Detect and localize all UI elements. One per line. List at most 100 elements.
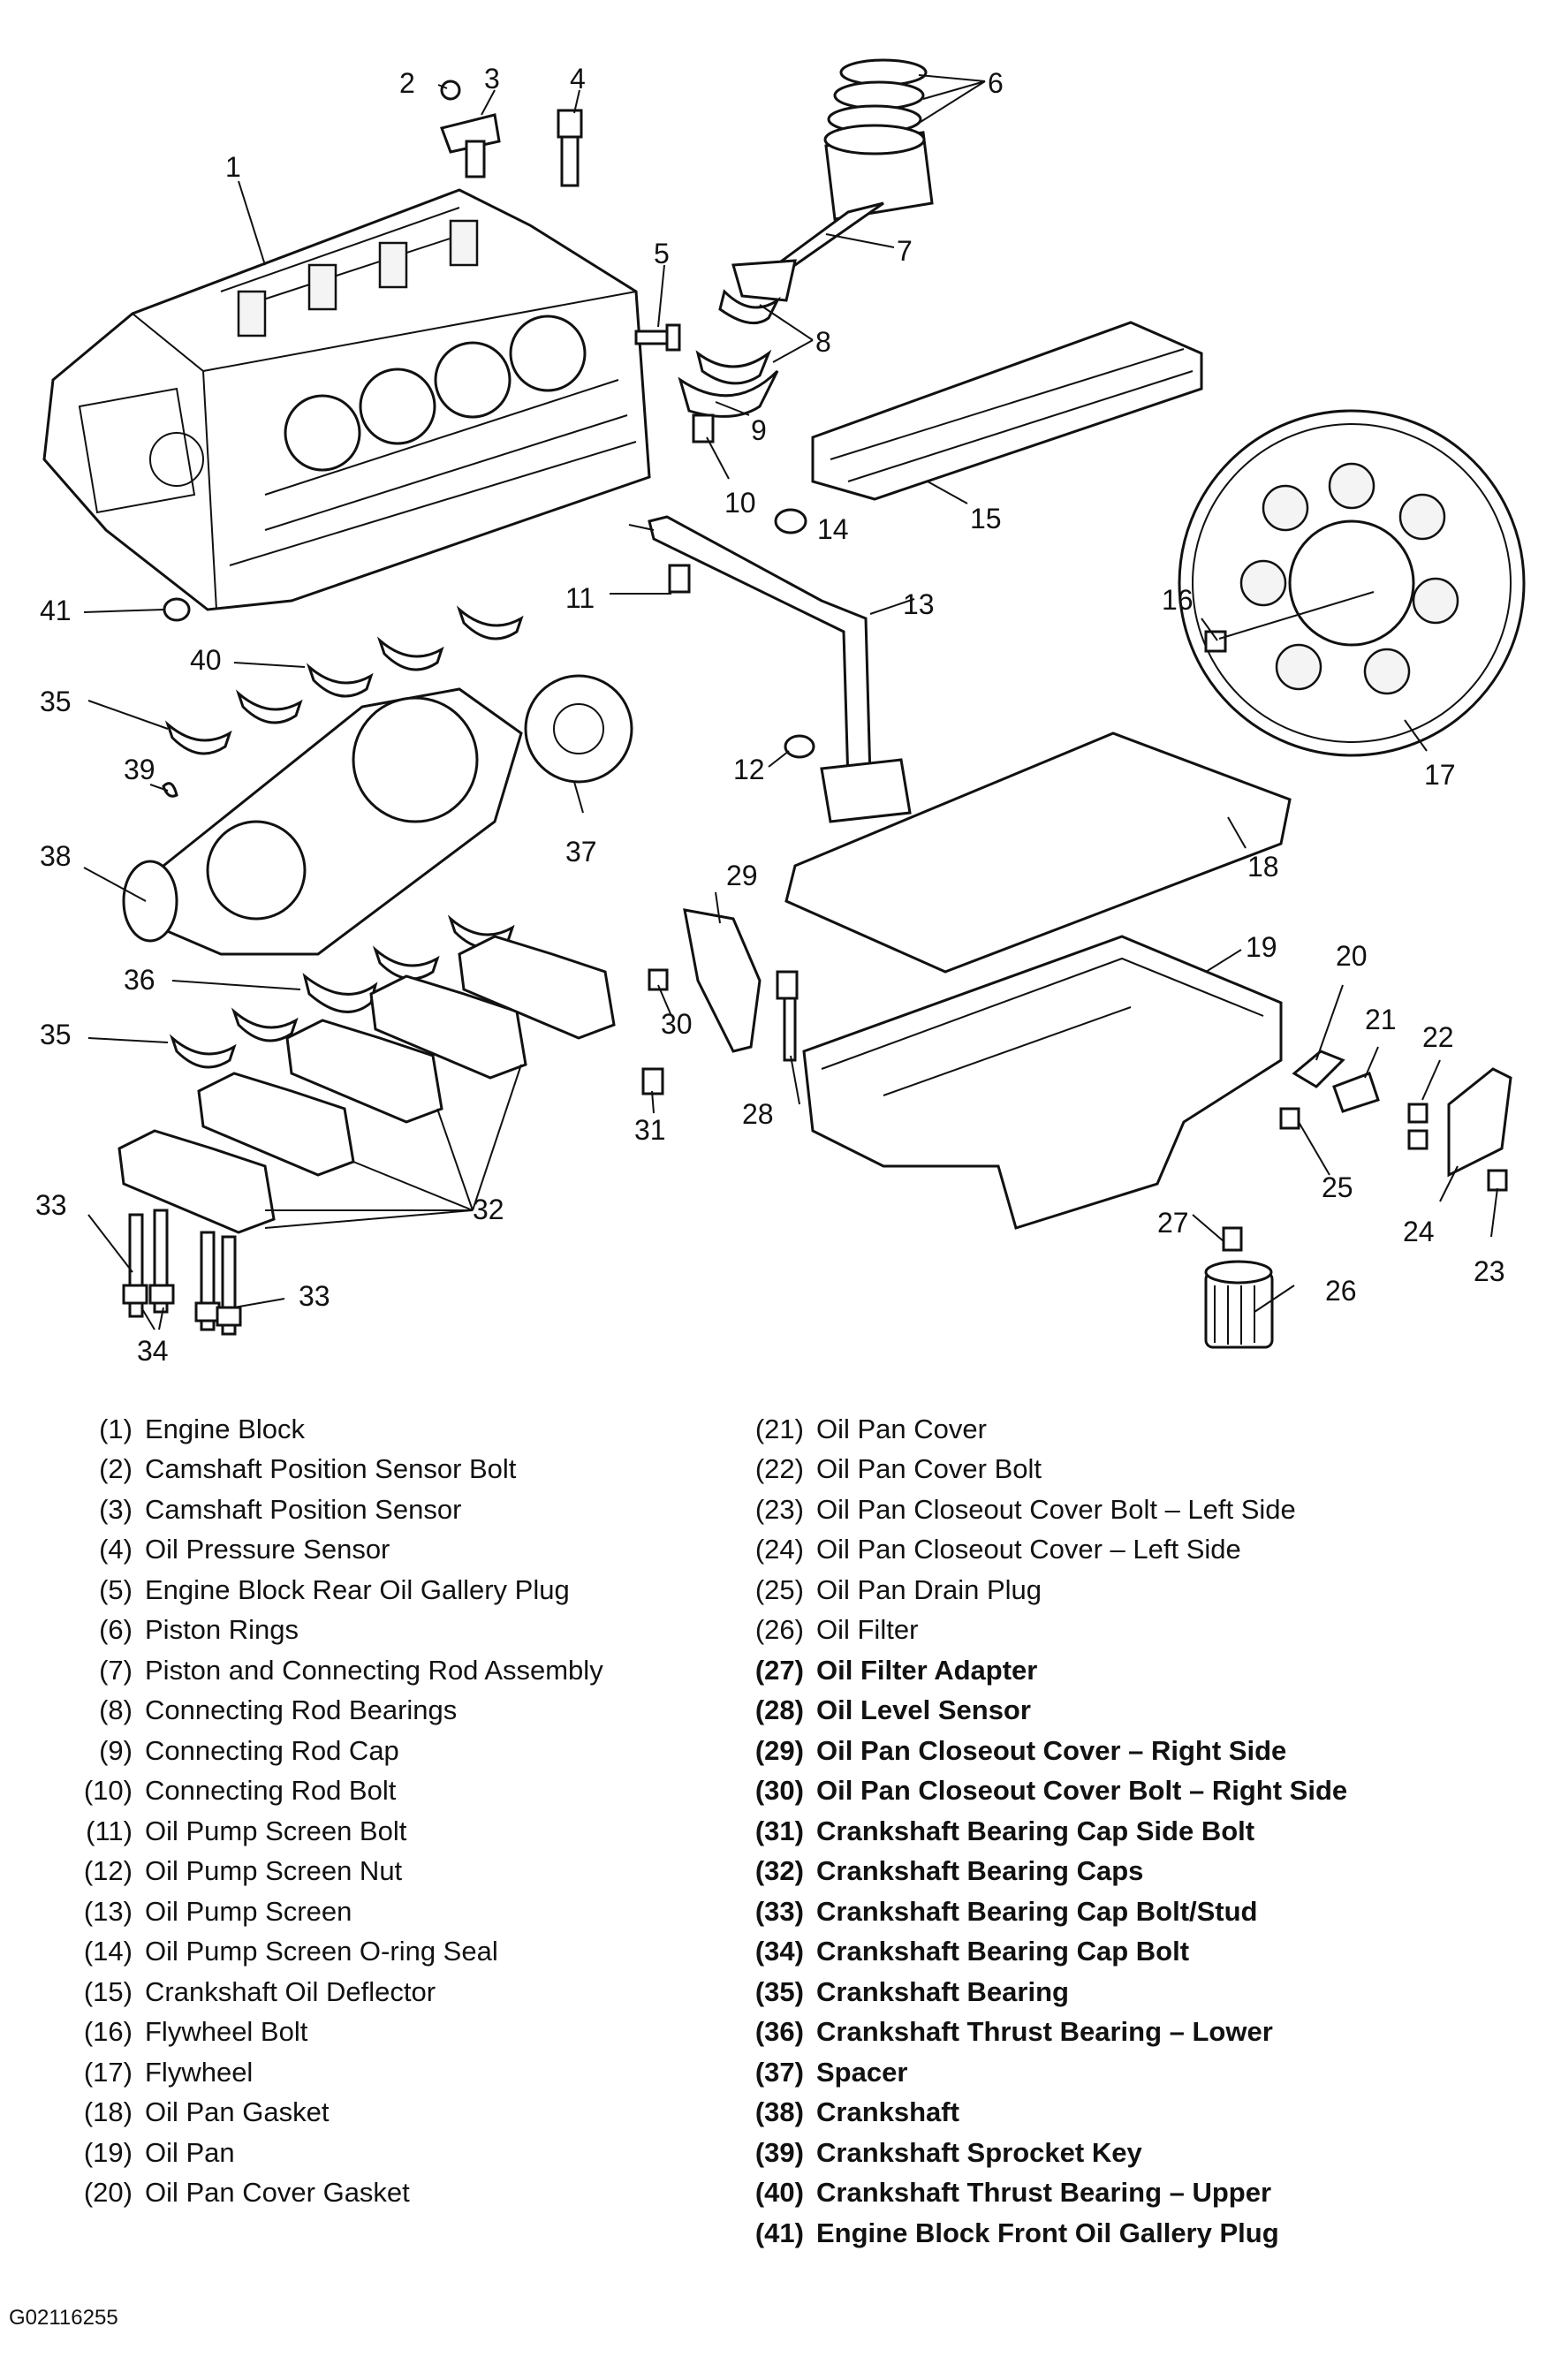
parts-legend-left: (1)Engine Block(2)Camshaft Position Sens…	[53, 1409, 603, 2213]
callout-16: 16	[1162, 584, 1194, 616]
bearing-cap-bolts-drawing	[122, 1209, 242, 1336]
legend-label: Crankshaft Thrust Bearing – Upper	[816, 2177, 1272, 2209]
right-closeout-bolt-drawing	[648, 968, 669, 991]
legend-label: Crankshaft Sprocket Key	[816, 2136, 1142, 2168]
legend-item: (1)Engine Block	[53, 1409, 603, 1450]
legend-item: (10) Connecting Rod Bolt	[53, 1771, 603, 1812]
legend-label: Crankshaft Bearing Cap Bolt/Stud	[816, 1895, 1258, 1927]
callout-41: 41	[40, 595, 72, 626]
callout-33-right: 33	[299, 1280, 330, 1312]
callout-39: 39	[124, 754, 155, 785]
legend-label: Crankshaft Bearing	[816, 1975, 1069, 2007]
right-closeout-cover-drawing	[683, 908, 762, 1053]
legend-number: (29)	[754, 1734, 804, 1766]
callout-10: 10	[724, 487, 756, 519]
legend-number: (9)	[99, 1734, 133, 1766]
legend-number: (10)	[83, 1775, 133, 1807]
legend-number: (5)	[99, 1573, 133, 1605]
legend-label: Connecting Rod Bearings	[145, 1694, 458, 1726]
legend-item: (40) Crankshaft Thrust Bearing – Upper	[724, 2173, 1347, 2214]
legend-number: (39)	[754, 2136, 804, 2168]
legend-item: (20) Oil Pan Cover Gasket	[53, 2173, 603, 2214]
callout-27: 27	[1157, 1207, 1189, 1239]
legend-label: Oil Pan Closeout Cover Bolt – Right Side	[816, 1775, 1348, 1807]
legend-label: Oil Level Sensor	[816, 1694, 1031, 1726]
callout-24: 24	[1403, 1216, 1435, 1247]
legend-item: (31)Crankshaft Bearing Cap Side Bolt	[724, 1811, 1347, 1852]
rear-oil-gallery-plug-drawing	[634, 323, 681, 352]
bearing-cap-side-bolt-drawing	[641, 1067, 664, 1095]
callout-40: 40	[190, 644, 222, 676]
legend-item: (14)Oil Pump Screen O-ring Seal	[53, 1932, 603, 1973]
legend-number: (21)	[754, 1413, 804, 1444]
legend-label: Camshaft Position Sensor Bolt	[145, 1453, 517, 1485]
legend-number: (41)	[754, 2217, 804, 2248]
legend-label: Oil Filter Adapter	[816, 1654, 1038, 1686]
legend-item: (24)Oil Pan Closeout Cover – Left Side	[724, 1530, 1347, 1571]
legend-label: Oil Pan Cover	[816, 1413, 987, 1444]
legend-number: (1)	[99, 1413, 133, 1444]
legend-number: (14)	[83, 1936, 133, 1967]
legend-item: (38)Crankshaft	[724, 2093, 1347, 2134]
legend-item: (16)Flywheel Bolt	[53, 2012, 603, 2053]
legend-number: (27)	[754, 1654, 804, 1686]
parts-legend-right: (21) Oil Pan Cover (22) Oil Pan Cover Bolt (…	[724, 1409, 1347, 2254]
legend-number: (7)	[99, 1654, 133, 1686]
callout-38: 38	[40, 840, 72, 872]
legend-number: (38)	[754, 2096, 804, 2128]
legend-label: Oil Pressure Sensor	[145, 1534, 390, 1565]
oil-pan-cover-parts-drawing	[1279, 1050, 1512, 1192]
callout-25: 25	[1322, 1171, 1353, 1203]
callout-1: 1	[225, 151, 241, 183]
legend-label: Oil Pan Closeout Cover – Left Side	[816, 1534, 1241, 1565]
legend-number: (36)	[754, 2016, 804, 2048]
legend-item: (2)Camshaft Position Sensor Bolt	[53, 1450, 603, 1490]
callout-13: 13	[903, 588, 935, 620]
legend-item: (25)Oil Pan Drain Plug	[724, 1570, 1347, 1611]
legend-label: Oil Pan Cover Gasket	[145, 2177, 410, 2209]
legend-label: Oil Pan Cover Bolt	[816, 1453, 1042, 1485]
legend-item: (30) Oil Pan Closeout Cover Bolt – Right …	[724, 1771, 1347, 1812]
legend-item: (34)Crankshaft Bearing Cap Bolt	[724, 1932, 1347, 1973]
legend-number: (30)	[754, 1775, 804, 1807]
callout-3: 3	[484, 63, 500, 95]
oil-pump-screen-drawing	[648, 508, 912, 823]
callout-28: 28	[742, 1098, 774, 1130]
camshaft-position-sensor-drawing	[440, 80, 501, 178]
callout-labels: 1 2 3 4 5 6 7 8 9 10 11 12 13 14 15 16 1…	[35, 63, 1505, 1367]
legend-label: Piston Rings	[145, 1614, 299, 1646]
legend-item: (41) Engine Block Front Oil Gallery Plug	[724, 2213, 1347, 2254]
legend-item: (33)Crankshaft Bearing Cap Bolt/Stud	[724, 1891, 1347, 1932]
legend-item: (7)Piston and Connecting Rod Assembly	[53, 1650, 603, 1691]
callout-12: 12	[733, 754, 765, 785]
legend-label: Oil Pump Screen Bolt	[145, 1815, 407, 1846]
legend-item: (39) Crankshaft Sprocket Key	[724, 2133, 1347, 2173]
callout-4: 4	[570, 63, 586, 95]
legend-label: Connecting Rod Bolt	[145, 1775, 397, 1807]
legend-item: (19)Oil Pan	[53, 2133, 603, 2173]
legend-number: (16)	[83, 2016, 133, 2048]
legend-item: (11)Oil Pump Screen Bolt	[53, 1811, 603, 1852]
legend-number: (31)	[754, 1815, 804, 1846]
legend-number: (22)	[754, 1453, 804, 1485]
callout-31: 31	[634, 1114, 666, 1146]
legend-item: (36)Crankshaft Thrust Bearing – Lower	[724, 2012, 1347, 2053]
figure-id: G02116255	[9, 2306, 118, 2330]
flywheel-drawing	[1178, 409, 1526, 757]
exploded-parts-diagram: 1 2 3 4 5 6 7 8 9 10 11 12 13 14 15 16 1…	[35, 58, 1526, 1367]
legend-item: (8)Connecting Rod Bearings	[53, 1691, 603, 1732]
callout-9: 9	[751, 414, 767, 446]
callout-20: 20	[1336, 940, 1368, 972]
legend-number: (3)	[99, 1493, 133, 1525]
legend-number: (6)	[99, 1614, 133, 1646]
legend-number: (20)	[83, 2177, 133, 2209]
callout-36: 36	[124, 964, 155, 996]
legend-label: Crankshaft Oil Deflector	[145, 1975, 436, 2007]
legend-number: (40)	[754, 2177, 804, 2209]
legend-label: Oil Pan Drain Plug	[816, 1573, 1042, 1605]
legend-item: (3)Camshaft Position Sensor	[53, 1489, 603, 1530]
legend-label: Oil Pump Screen	[145, 1895, 352, 1927]
callout-35-upper: 35	[40, 686, 72, 717]
legend-number: (32)	[754, 1855, 804, 1887]
legend-label: Engine Block Front Oil Gallery Plug	[816, 2217, 1279, 2248]
